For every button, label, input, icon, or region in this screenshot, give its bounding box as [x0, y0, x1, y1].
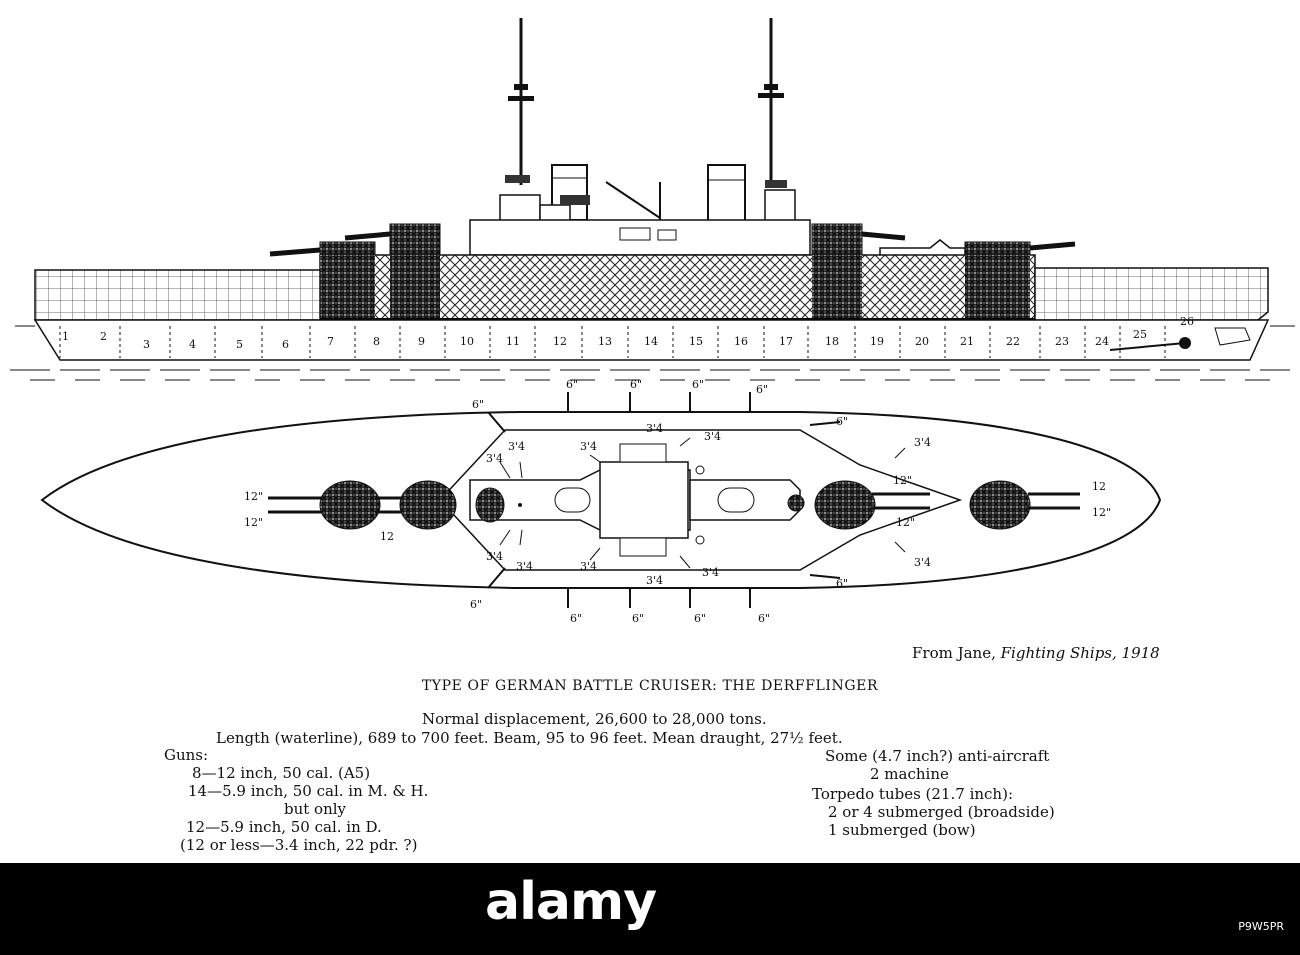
compartment-number: 16 — [734, 335, 748, 348]
twelve-inch-label: 12 — [1092, 480, 1106, 493]
spec-right-line: Torpedo tubes (21.7 inch): — [812, 785, 1013, 803]
compartment-number: 26 — [1180, 315, 1194, 328]
six-inch-label: 6" — [836, 577, 848, 590]
image-id: P9W5PR — [1238, 920, 1284, 933]
three-four-label: 3'4 — [516, 560, 533, 573]
three-four-label: 3'4 — [702, 566, 719, 579]
compartment-number: 2 — [100, 330, 107, 343]
compartment-number: 3 — [143, 338, 150, 351]
spec-right-line: Some (4.7 inch?) anti-aircraft — [825, 747, 1050, 765]
twelve-inch-label: 12" — [1092, 506, 1111, 519]
gun-line: 8—12 inch, 50 cal. (A5) — [192, 764, 371, 782]
gun-line: 14—5.9 inch, 50 cal. in M. & H. — [188, 782, 429, 800]
plan-view: 6" 6" 6" 6" 6" 6" 6" 6" 6" 6" 6" 6" 12" … — [40, 378, 1162, 625]
three-four-label: 3'4 — [508, 440, 525, 453]
three-four-label: 3'4 — [914, 436, 931, 449]
spec-right-line: 2 or 4 submerged (broadside) — [828, 803, 1055, 821]
three-four-label: 3'4 — [646, 422, 663, 435]
six-inch-label: 6" — [836, 415, 848, 428]
credit-prefix: From Jane, — [912, 644, 1001, 662]
six-inch-label: 6" — [758, 612, 770, 625]
compartment-number: 21 — [960, 335, 974, 348]
six-inch-label: 6" — [756, 383, 768, 396]
compartment-number: 22 — [1006, 335, 1020, 348]
gun-line: (12 or less—3.4 inch, 22 pdr. ?) — [180, 836, 418, 854]
three-four-label: 3'4 — [914, 556, 931, 569]
compartment-number: 25 — [1133, 328, 1147, 341]
compartment-number: 6 — [282, 338, 289, 351]
three-four-label: 3'4 — [580, 560, 597, 573]
compartment-number: 11 — [506, 335, 520, 348]
guns-heading: Guns: — [164, 746, 209, 764]
compartment-number: 20 — [915, 335, 929, 348]
watermark-footer — [0, 863, 1300, 955]
three-four-label: 3'4 — [704, 430, 721, 443]
three-four-label: 3'4 — [486, 550, 503, 563]
compartment-number: 19 — [870, 335, 884, 348]
profile-view: 1 2 3 4 5 6 7 8 9 10 11 12 13 14 15 16 1… — [10, 18, 1295, 381]
six-inch-label: 6" — [570, 612, 582, 625]
six-inch-label: 6" — [472, 398, 484, 411]
compartment-number: 17 — [779, 335, 793, 348]
compartment-number: 1 — [62, 330, 69, 343]
twelve-inch-label: 12" — [896, 516, 915, 529]
three-four-label: 3'4 — [580, 440, 597, 453]
spec-right-line: 2 machine — [870, 765, 949, 783]
twelve-inch-label: 12 — [380, 530, 394, 543]
source-credit: From Jane, Fighting Ships, 1918 — [912, 644, 1160, 662]
six-inch-label: 6" — [470, 598, 482, 611]
compartment-number: 24 — [1095, 335, 1109, 348]
compartment-number: 15 — [689, 335, 703, 348]
gun-line: but only — [284, 800, 347, 818]
six-inch-label: 6" — [566, 378, 578, 391]
brand-logo: alamy — [485, 872, 657, 932]
compartment-number: 10 — [460, 335, 474, 348]
compartment-number: 18 — [825, 335, 839, 348]
compartment-number: 5 — [236, 338, 243, 351]
twelve-inch-label: 12" — [893, 474, 912, 487]
twelve-inch-label: 12" — [244, 516, 263, 529]
compartment-number: 9 — [418, 335, 425, 348]
compartment-number: 12 — [553, 335, 567, 348]
caption-title: TYPE OF GERMAN BATTLE CRUISER: THE DERFF… — [421, 678, 879, 694]
compartment-number: 23 — [1055, 335, 1069, 348]
ship-drawing: 1 2 3 4 5 6 7 8 9 10 11 12 13 14 15 16 1… — [10, 18, 1295, 625]
twelve-inch-label: 12" — [244, 490, 263, 503]
gun-line: 12—5.9 inch, 50 cal. in D. — [186, 818, 382, 836]
three-four-label: 3'4 — [646, 574, 663, 587]
spec-displacement: Normal displacement, 26,600 to 28,000 to… — [422, 710, 767, 728]
three-four-label: 3'4 — [486, 452, 503, 465]
six-inch-label: 6" — [632, 612, 644, 625]
six-inch-label: 6" — [692, 378, 704, 391]
spec-right-line: 1 submerged (bow) — [828, 821, 976, 839]
compartment-number: 8 — [373, 335, 380, 348]
six-inch-label: 6" — [694, 612, 706, 625]
spec-dimensions: Length (waterline), 689 to 700 feet. Bea… — [216, 729, 843, 747]
six-inch-label: 6" — [630, 378, 642, 391]
credit-italic: Fighting Ships, 1918 — [1000, 644, 1160, 662]
compartment-number: 4 — [189, 338, 196, 351]
compartment-number: 7 — [327, 335, 334, 348]
compartment-number: 14 — [644, 335, 658, 348]
compartment-number: 13 — [598, 335, 612, 348]
